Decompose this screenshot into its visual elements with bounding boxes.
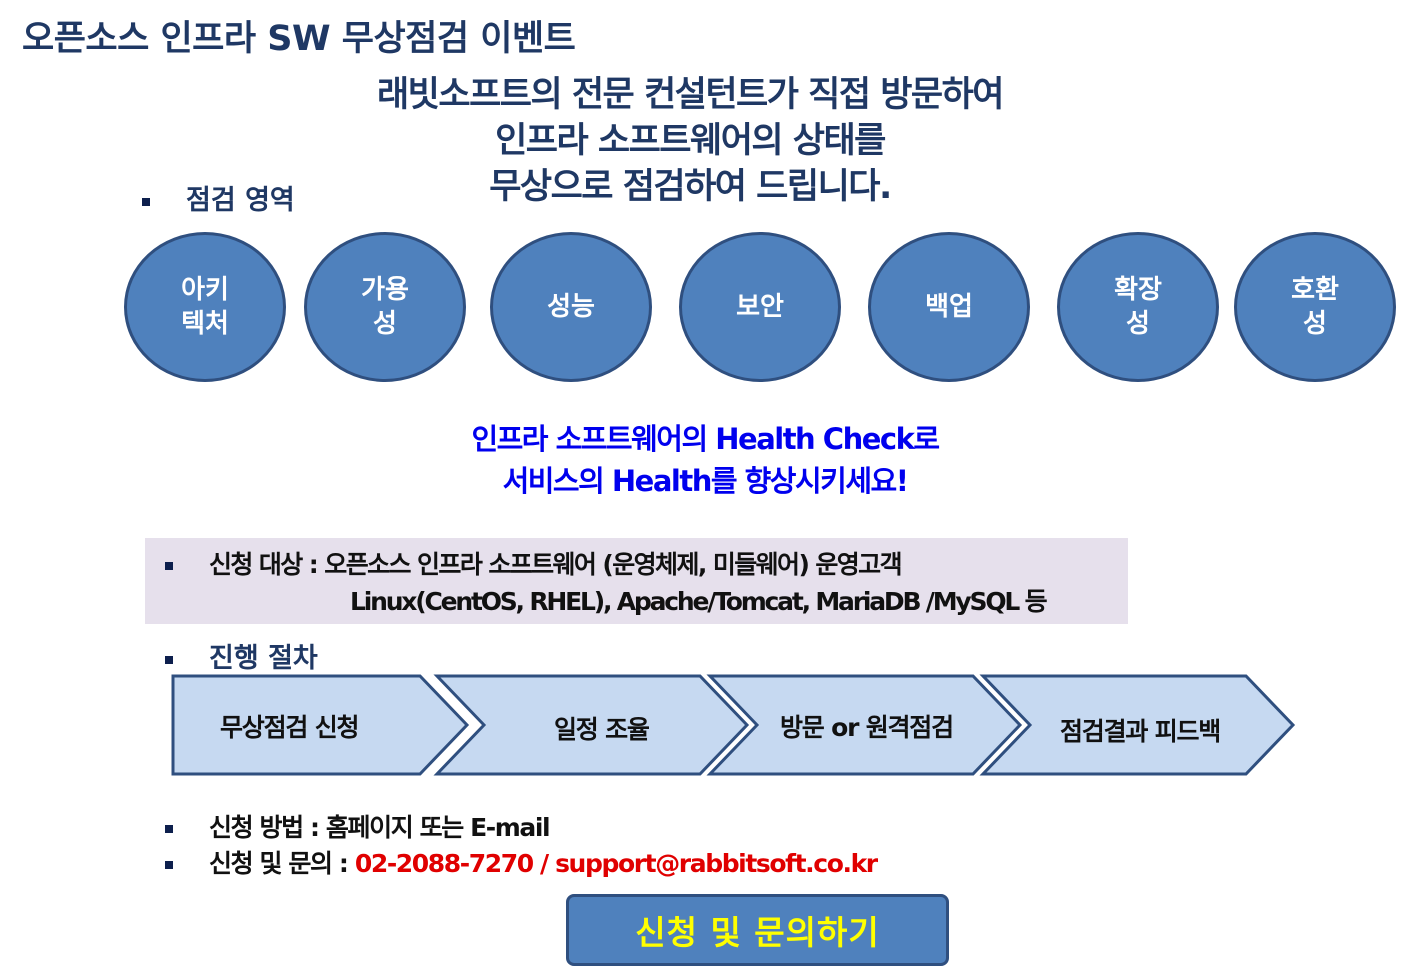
page-title: 오픈소스 인프라 SW 무상점검 이벤트 [22, 19, 576, 59]
target-box [145, 538, 1128, 624]
step-2-shape [433, 674, 750, 776]
headline-line-3: 무상으로 점검하여 드립니다. [489, 167, 892, 207]
target-line-2: Linux(CentOS, RHEL), Apache/Tomcat, Mari… [350, 587, 1048, 616]
headline: 래빗소프트의 전문 컨설턴트가 직접 방문하여 인프라 소프트웨어의 상태를 무… [300, 72, 1080, 210]
process-steps [171, 674, 1296, 776]
area-compatibility-line-1: 호환 [1291, 275, 1339, 305]
step-2-label: 일정 조율 [554, 715, 650, 744]
area-backup-line-1: 백업 [925, 292, 973, 322]
target-text-1: 신청 대상 : 오픈소스 인프라 소프트웨어 (운영체제, 미들웨어) 운영고객 [209, 550, 903, 579]
apply-method-text: 신청 방법 : 홈페이지 또는 E-mail [209, 813, 551, 842]
step-4-label: 점검결과 피드백 [1060, 717, 1221, 746]
area-performance-line-1: 성능 [547, 292, 595, 322]
area-availability-line-2: 성 [373, 309, 397, 339]
step-1-label: 무상점검 신청 [220, 713, 360, 742]
target-line-1: 신청 대상 : 오픈소스 인프라 소프트웨어 (운영체제, 미들웨어) 운영고객 [165, 545, 903, 581]
headline-line-1: 래빗소프트의 전문 컨설턴트가 직접 방문하여 [376, 75, 1005, 115]
area-performance: 성능 [490, 232, 652, 382]
step-4-shape [979, 674, 1296, 776]
area-compatibility-line-2: 성 [1303, 309, 1327, 339]
area-scalability-line-1: 확장 [1114, 275, 1162, 305]
health-message: 인프라 소프트웨어의 Health Check로 서비스의 Health를 향상… [300, 418, 1110, 502]
bullet-icon [165, 861, 173, 869]
headline-line-2: 인프라 소프트웨어의 상태를 [495, 121, 886, 161]
area-security-line-1: 보안 [736, 292, 784, 322]
step-3-shape [706, 674, 1023, 776]
bullet-icon [165, 655, 173, 664]
bullet-icon [165, 825, 173, 833]
area-architecture-line-1: 아키 [181, 275, 229, 305]
area-architecture-line-2: 텍처 [181, 309, 229, 339]
inspection-area-label: 점검 영역 [142, 178, 295, 217]
inspection-area-text: 점검 영역 [186, 185, 295, 216]
bullet-icon [142, 197, 150, 206]
area-backup: 백업 [868, 232, 1030, 382]
apply-inquiry-button[interactable]: 신청 및 문의하기 [566, 894, 949, 966]
contact-info: 신청 및 문의 : 02-2088-7270 / support@rabbits… [165, 844, 878, 880]
area-availability-line-1: 가용 [361, 275, 409, 305]
health-line-2: 서비스의 Health를 향상시키세요! [502, 464, 909, 498]
area-security: 보안 [679, 232, 841, 382]
contact-value[interactable]: 02-2088-7270 / support@rabbitsoft.co.kr [354, 849, 878, 878]
bullet-icon [165, 562, 173, 570]
step-1-shape [171, 674, 470, 776]
area-scalability-line-2: 성 [1126, 309, 1150, 339]
health-line-1: 인프라 소프트웨어의 Health Check로 [471, 422, 940, 456]
apply-method: 신청 방법 : 홈페이지 또는 E-mail [165, 808, 551, 844]
contact-label: 신청 및 문의 : [209, 849, 349, 878]
process-label: 진행 절차 [165, 636, 318, 675]
step-3-label: 방문 or 원격점검 [780, 713, 954, 742]
process-label-text: 진행 절차 [209, 643, 318, 674]
